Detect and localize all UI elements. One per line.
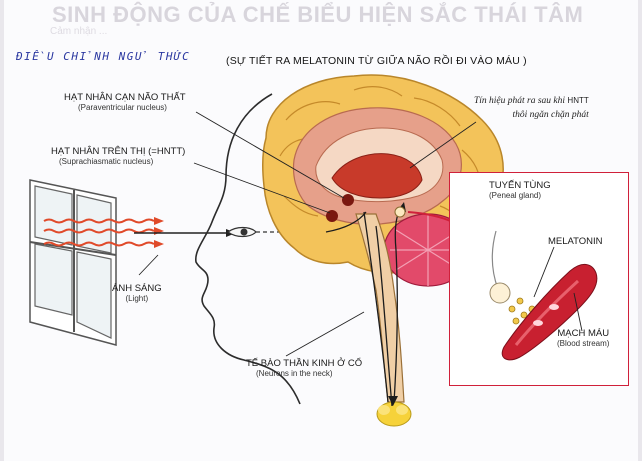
inset-panel	[449, 172, 629, 386]
signal-note: Tín hiệu phát ra sau khi HNTT thôi ngăn …	[474, 94, 589, 122]
label-pvn-main: HẠT NHÂN CẠN NÃO THẤT	[64, 92, 186, 103]
window-illustration	[30, 180, 116, 345]
label-neck-sub: (Neurons in the neck)	[246, 369, 362, 378]
pineal-dot	[395, 207, 405, 217]
note-line1: Tín hiệu phát ra sau khi	[474, 96, 565, 106]
label-blood-main: MẠCH MÁU	[557, 328, 609, 339]
label-scn: HẠT NHÂN TRÊN THỊ (=HNTT) (Suprachiasmat…	[51, 146, 185, 166]
label-blood: MẠCH MÁU (Blood stream)	[557, 328, 609, 348]
label-scn-sub: (Suprachiasmatic nucleus)	[51, 157, 185, 166]
label-pineal: TUYẾN TÙNG (Peneal gland)	[489, 180, 551, 200]
neck-ganglion	[377, 402, 411, 426]
label-pvn-sub: (Paraventricular nucleus)	[64, 103, 186, 112]
label-pineal-sub: (Peneal gland)	[489, 191, 551, 200]
label-light-sub: (Light)	[112, 294, 162, 303]
inset-illustration	[450, 173, 628, 385]
label-scn-main: HẠT NHÂN TRÊN THỊ (=HNTT)	[51, 146, 185, 157]
label-blood-sub: (Blood stream)	[557, 339, 609, 348]
label-melatonin-main: MELATONIN	[548, 236, 603, 247]
label-neck-main: TẾ BÀO THẦN KINH Ở CỔ	[246, 358, 362, 369]
pineal-gland-icon	[490, 283, 510, 303]
label-pvn: HẠT NHÂN CẠN NÃO THẤT (Paraventricular n…	[64, 92, 186, 112]
note-line2: thôi ngăn chặn phát	[474, 108, 589, 122]
label-light: ÁNH SÁNG (Light)	[112, 283, 162, 303]
page: SINH ĐỘNG CỦA CHẾ BIỂU HIỆN SẮC THÁI TÂM…	[4, 0, 638, 461]
pvn-nucleus	[342, 194, 354, 206]
label-neck: TẾ BÀO THẦN KINH Ở CỔ (Neurons in the ne…	[246, 358, 362, 378]
note-abbr: HNTT	[567, 96, 588, 105]
label-light-main: ÁNH SÁNG	[112, 283, 162, 294]
label-melatonin: MELATONIN	[548, 236, 603, 247]
label-pineal-main: TUYẾN TÙNG	[489, 180, 551, 191]
